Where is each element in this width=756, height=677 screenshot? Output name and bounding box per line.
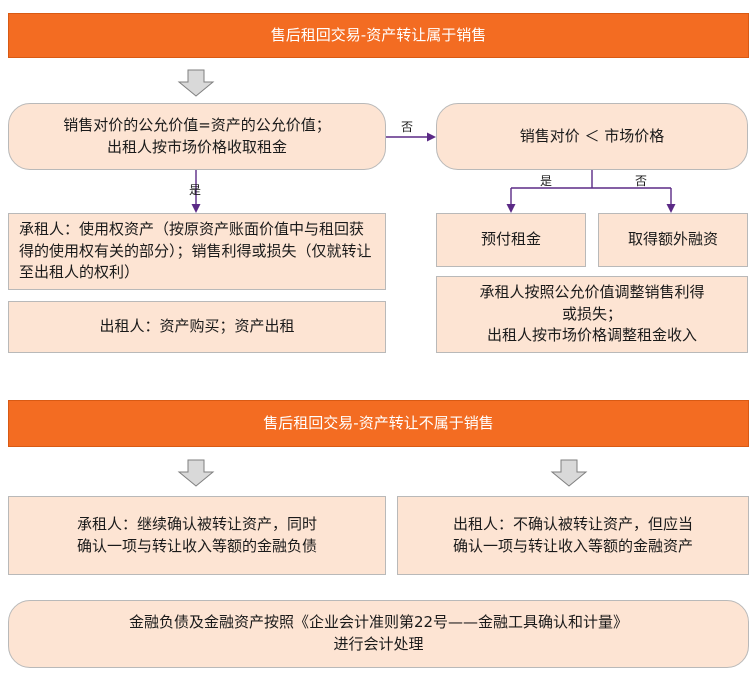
condition-price-text: 销售对价 ＜ 市场价格 [519, 126, 665, 145]
arrowhead-icon [506, 204, 516, 213]
extra-financing-box: 取得额外融资 [598, 213, 748, 267]
prepaid-rent-box: 预付租金 [436, 213, 586, 267]
label-yes: 是 [189, 183, 202, 197]
adjustment-note-text: 承租人按照公允价值调整销售利得 或损失； 出租人按市场价格调整租金收入 [479, 282, 705, 345]
section-title-not-sale: 售后租回交易-资产转让不属于销售 [263, 413, 494, 432]
label-no: 否 [635, 174, 648, 188]
condition-price-box: 销售对价 ＜ 市场价格 [436, 103, 748, 170]
lessee-not-sale-text: 承租人：继续确认被转让资产，同时 确认一项与转让收入等额的金融负债 [76, 514, 317, 555]
label-yes: 是 [540, 174, 553, 188]
arrowhead-icon [666, 204, 676, 213]
section-title-sale: 售后租回交易-资产转让属于销售 [270, 25, 487, 44]
condition-fair-value-text: 销售对价的公允价值=资产的公允价值； 出租人按市场价格收取租金 [63, 115, 331, 156]
accounting-treatment-text: 金融负债及金融资产按照《企业会计准则第22号——金融工具确认和计量》 进行会计处… [128, 613, 629, 653]
extra-financing-text: 取得额外融资 [627, 230, 718, 249]
lessee-sale-result-text: 承租人：使用权资产（按原资产账面价值中与租回获得的使用权有关的部分）；销售利得或… [19, 219, 372, 282]
lessee-not-sale-box: 承租人：继续确认被转让资产，同时 确认一项与转让收入等额的金融负债 [8, 496, 386, 575]
prepaid-rent-text: 预付租金 [480, 230, 541, 249]
lessee-sale-result-box: 承租人：使用权资产（按原资产账面价值中与租回获得的使用权有关的部分）；销售利得或… [8, 213, 386, 290]
condition-fair-value-box: 销售对价的公允价值=资产的公允价值； 出租人按市场价格收取租金 [8, 103, 386, 170]
down-arrow-icon [177, 459, 215, 487]
section-header-not-sale: 售后租回交易-资产转让不属于销售 [8, 400, 749, 447]
accounting-treatment-box: 金融负债及金融资产按照《企业会计准则第22号——金融工具确认和计量》 进行会计处… [8, 600, 749, 668]
label-no: 否 [401, 120, 414, 134]
adjustment-note-box: 承租人按照公允价值调整销售利得 或损失； 出租人按市场价格调整租金收入 [436, 276, 748, 353]
section-header-sale: 售后租回交易-资产转让属于销售 [8, 13, 749, 58]
lessor-sale-result-text: 出租人：资产购买；资产出租 [99, 317, 295, 336]
down-arrow-icon [177, 69, 215, 97]
down-arrow-icon [550, 459, 588, 487]
lessor-not-sale-box: 出租人：不确认被转让资产，但应当 确认一项与转让收入等额的金融资产 [397, 496, 749, 575]
arrowhead-icon [427, 132, 436, 142]
arrowhead-icon [191, 204, 201, 213]
lessor-not-sale-text: 出租人：不确认被转让资产，但应当 确认一项与转让收入等额的金融资产 [452, 514, 693, 555]
lessor-sale-result-box: 出租人：资产购买；资产出租 [8, 301, 386, 353]
